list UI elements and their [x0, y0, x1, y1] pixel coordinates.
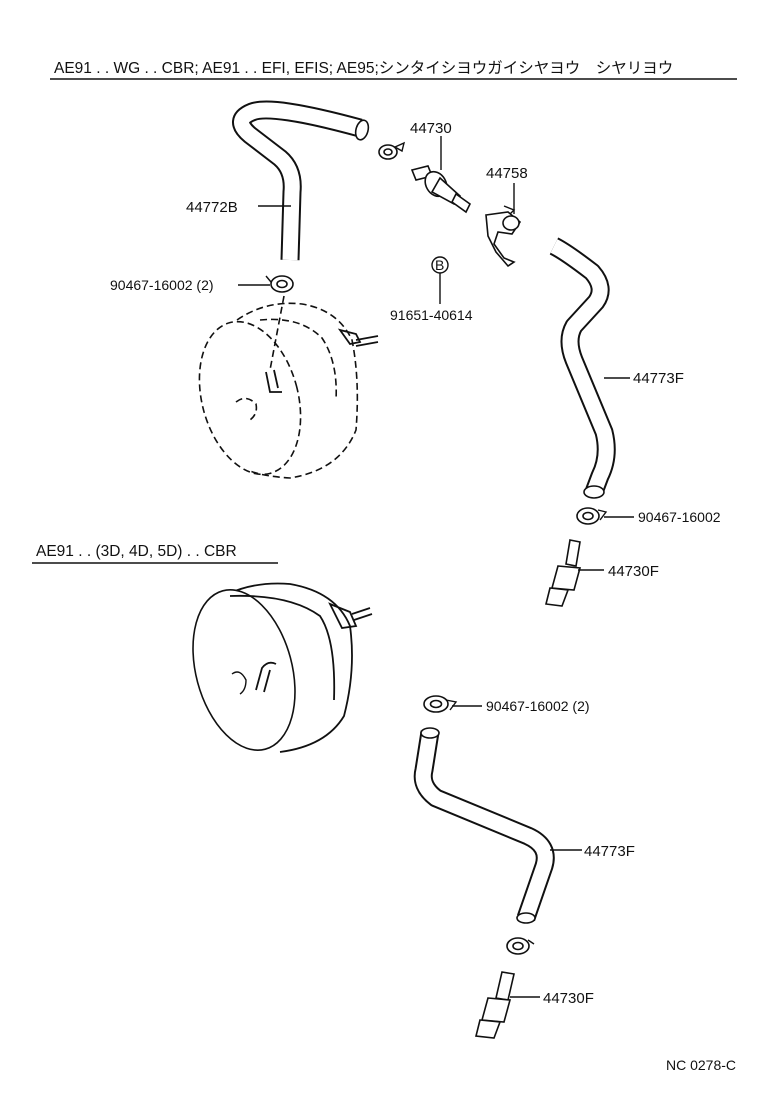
label-44730f-upper: 44730F	[608, 563, 659, 580]
label-clamp-left: 90467-16002 (2)	[110, 277, 214, 293]
label-44773f-upper: 44773F	[633, 370, 684, 387]
clamp-lower-valve	[506, 937, 535, 955]
label-44773f-lower: 44773F	[584, 843, 635, 860]
diagram-code: NC 0278-C	[666, 1057, 736, 1073]
hose-44772b	[232, 100, 370, 261]
valve-44730f-upper	[545, 539, 582, 607]
label-clamp-right: 90467-16002	[638, 509, 721, 525]
label-44772b: 44772B	[186, 199, 238, 216]
clamp-upper-hose	[378, 141, 406, 160]
bolt-marker-letter: B	[435, 257, 444, 273]
hose-44773f-upper	[549, 237, 616, 499]
brake-booster-lower	[192, 582, 373, 753]
label-clamp-lower: 90467-16002 (2)	[486, 698, 590, 714]
clamp-right	[576, 507, 608, 525]
clamp-left	[265, 275, 294, 293]
label-44730: 44730	[410, 120, 452, 137]
valve-44730f-lower	[475, 971, 515, 1039]
header-middle: AE91 . . (3D, 4D, 5D) . . CBR	[36, 543, 237, 560]
label-bolt-part: 91651-40614	[390, 307, 473, 323]
hose-44773f-lower	[413, 727, 555, 924]
check-valve-44730	[410, 165, 472, 214]
label-44730f-lower: 44730F	[543, 990, 594, 1007]
bracket-44758	[485, 205, 522, 268]
clamp-lower	[423, 695, 458, 713]
label-44758: 44758	[486, 165, 528, 182]
header-top: AE91 . . WG . . CBR; AE91 . . EFI, EFIS;…	[54, 59, 673, 77]
brake-booster-upper	[198, 295, 379, 479]
